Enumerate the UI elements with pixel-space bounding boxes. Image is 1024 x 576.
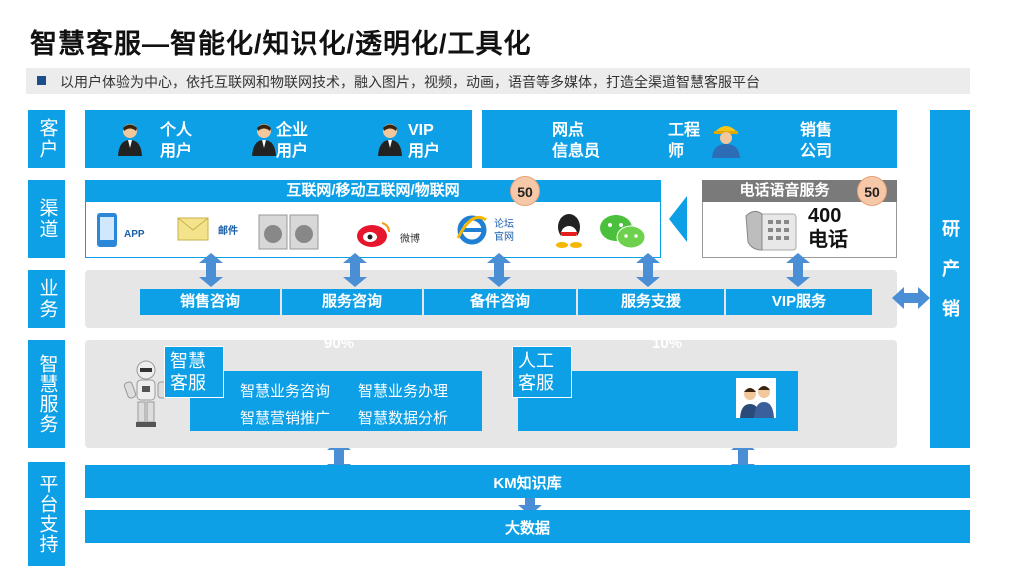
- weibo-icon: [357, 222, 390, 247]
- row-label-smart-service: 智慧服务: [28, 340, 65, 448]
- row-label-customer: 客户: [28, 110, 65, 168]
- subtitle-bar: [26, 68, 970, 94]
- service-sales-consult: 销售咨询: [140, 289, 280, 315]
- service-vip: VIP服务: [726, 289, 872, 315]
- ai-service-title-box: [164, 346, 224, 398]
- telephone-icon: [745, 210, 797, 251]
- phone-channel-badge: 50: [857, 176, 887, 206]
- km-knowledge-base-bar: [85, 465, 970, 498]
- human-service-title-box: [512, 346, 572, 398]
- person-icon: [118, 124, 142, 156]
- washing-machine-icon: [258, 214, 319, 250]
- double-arrow-icon: [487, 253, 511, 287]
- person-icon: [252, 124, 276, 156]
- wechat-icon: [600, 215, 646, 249]
- ai-item-marketing: 智慧营销推广: [240, 410, 331, 427]
- ai-service-title: 智慧客服: [170, 351, 206, 393]
- customer-sales-company-label: 销售公司: [800, 122, 833, 160]
- customer-personal-label: 个人用户: [160, 122, 193, 160]
- service-service-consult: 服务咨询: [282, 289, 422, 315]
- mail-icon: [177, 217, 209, 241]
- customer-right-box: [482, 110, 897, 168]
- ai-percent: 90%: [323, 335, 355, 352]
- app-label: APP: [124, 229, 145, 240]
- horizontal-double-arrow-icon: [892, 287, 930, 309]
- big-data-bar: [85, 510, 970, 543]
- ai-service-box: [190, 371, 482, 431]
- human-percent: 10%: [651, 335, 683, 352]
- bullet-square-icon: [37, 76, 46, 85]
- internet-channel-badge: 50: [510, 176, 540, 206]
- call-center-agents-icon: [736, 378, 776, 418]
- double-arrow-icon: [343, 253, 367, 287]
- ai-item-analysis: 智慧数据分析: [358, 410, 449, 427]
- ie-browser-icon: [456, 215, 487, 245]
- service-parts-consult: 备件咨询: [424, 289, 576, 315]
- left-pointer-icon: [669, 196, 687, 242]
- phone-channel-title: 电话语音服务: [702, 180, 897, 202]
- double-arrow-icon: [199, 253, 223, 287]
- robot-icon: [123, 360, 167, 427]
- row-label-channel: 渠道: [28, 180, 65, 258]
- weibo-label: 微博: [400, 234, 420, 245]
- forum-site-label: 论坛官网: [494, 219, 514, 243]
- page-title: 智慧客服—智能化/知识化/透明化/工具化: [30, 29, 532, 59]
- mail-label: 邮件: [218, 226, 238, 237]
- row-label-business: 业务: [28, 270, 65, 328]
- phone-app-icon: [97, 213, 117, 247]
- row-label-platform: 平台支持: [28, 462, 65, 566]
- ai-item-handle: 智慧业务办理: [358, 383, 449, 400]
- human-service-title: 人工客服: [518, 351, 554, 393]
- customer-outlet-label: 网点信息员: [552, 122, 601, 160]
- km-knowledge-base-label: KM知识库: [493, 475, 562, 492]
- engineer-icon: [712, 126, 740, 158]
- customer-left-box: [85, 110, 472, 168]
- ai-item-consult: 智慧业务咨询: [240, 383, 331, 400]
- double-arrow-icon: [636, 253, 660, 287]
- customer-enterprise-label: 企业用户: [276, 122, 309, 160]
- rnd-production-sales-panel: 研产销: [930, 110, 970, 448]
- double-arrow-icon: [786, 253, 810, 287]
- service-service-support: 服务支援: [578, 289, 724, 315]
- customer-engineer-label: 工程师: [668, 122, 701, 160]
- person-icon: [378, 124, 402, 156]
- qq-icon: [556, 214, 582, 248]
- subtitle-text: 以用户体验为中心，依托互联网和物联网技术，融入图片，视频，动画，语音等多媒体，打…: [60, 74, 760, 90]
- big-data-label: 大数据: [504, 520, 550, 537]
